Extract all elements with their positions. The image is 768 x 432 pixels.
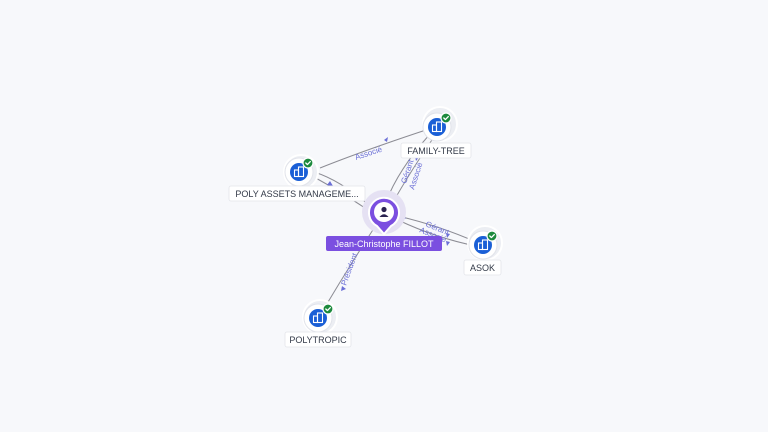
person-name-label[interactable]: Jean-Christophe FILLOT — [334, 239, 434, 249]
company-node-polytropic[interactable]: POLYTROPIC — [284, 299, 352, 348]
building-icon — [293, 166, 305, 178]
building-icon — [312, 312, 324, 324]
verified-badge-icon — [322, 303, 334, 315]
person-icon — [379, 206, 389, 217]
arrow-marker — [446, 241, 450, 246]
company-label[interactable]: ASOK — [470, 263, 495, 273]
node-label-box — [463, 259, 502, 276]
person-node-center[interactable]: Jean-Christophe FILLOT — [326, 190, 442, 251]
company-label[interactable]: POLY ASSETS MANAGEME... — [235, 189, 358, 199]
person-label-box — [326, 236, 442, 251]
edge-label-associe: Associé — [354, 145, 384, 162]
edge-label-president: Président — [339, 251, 359, 287]
verified-badge-icon — [486, 230, 498, 242]
node-label-box — [284, 331, 352, 348]
company-label[interactable]: POLYTROPIC — [289, 335, 347, 345]
company-node-family-tree[interactable]: FAMILY-TREE — [400, 106, 472, 159]
node-label-box — [228, 185, 366, 202]
arrow-marker — [341, 286, 346, 291]
edge-poly-assets-family-tree[interactable] — [319, 127, 433, 169]
node-label-box — [400, 142, 472, 159]
company-node-asok[interactable]: ASOK — [463, 225, 503, 276]
arrow-marker — [384, 137, 388, 142]
verified-badge-icon — [440, 112, 452, 124]
company-node-poly-assets[interactable]: POLY ASSETS MANAGEME... — [228, 154, 366, 202]
verified-badge-icon — [302, 157, 314, 169]
building-icon — [477, 239, 489, 251]
arrow-marker — [446, 233, 450, 238]
building-icon — [431, 121, 443, 133]
arrow-marker — [327, 181, 333, 186]
company-label[interactable]: FAMILY-TREE — [407, 146, 465, 156]
